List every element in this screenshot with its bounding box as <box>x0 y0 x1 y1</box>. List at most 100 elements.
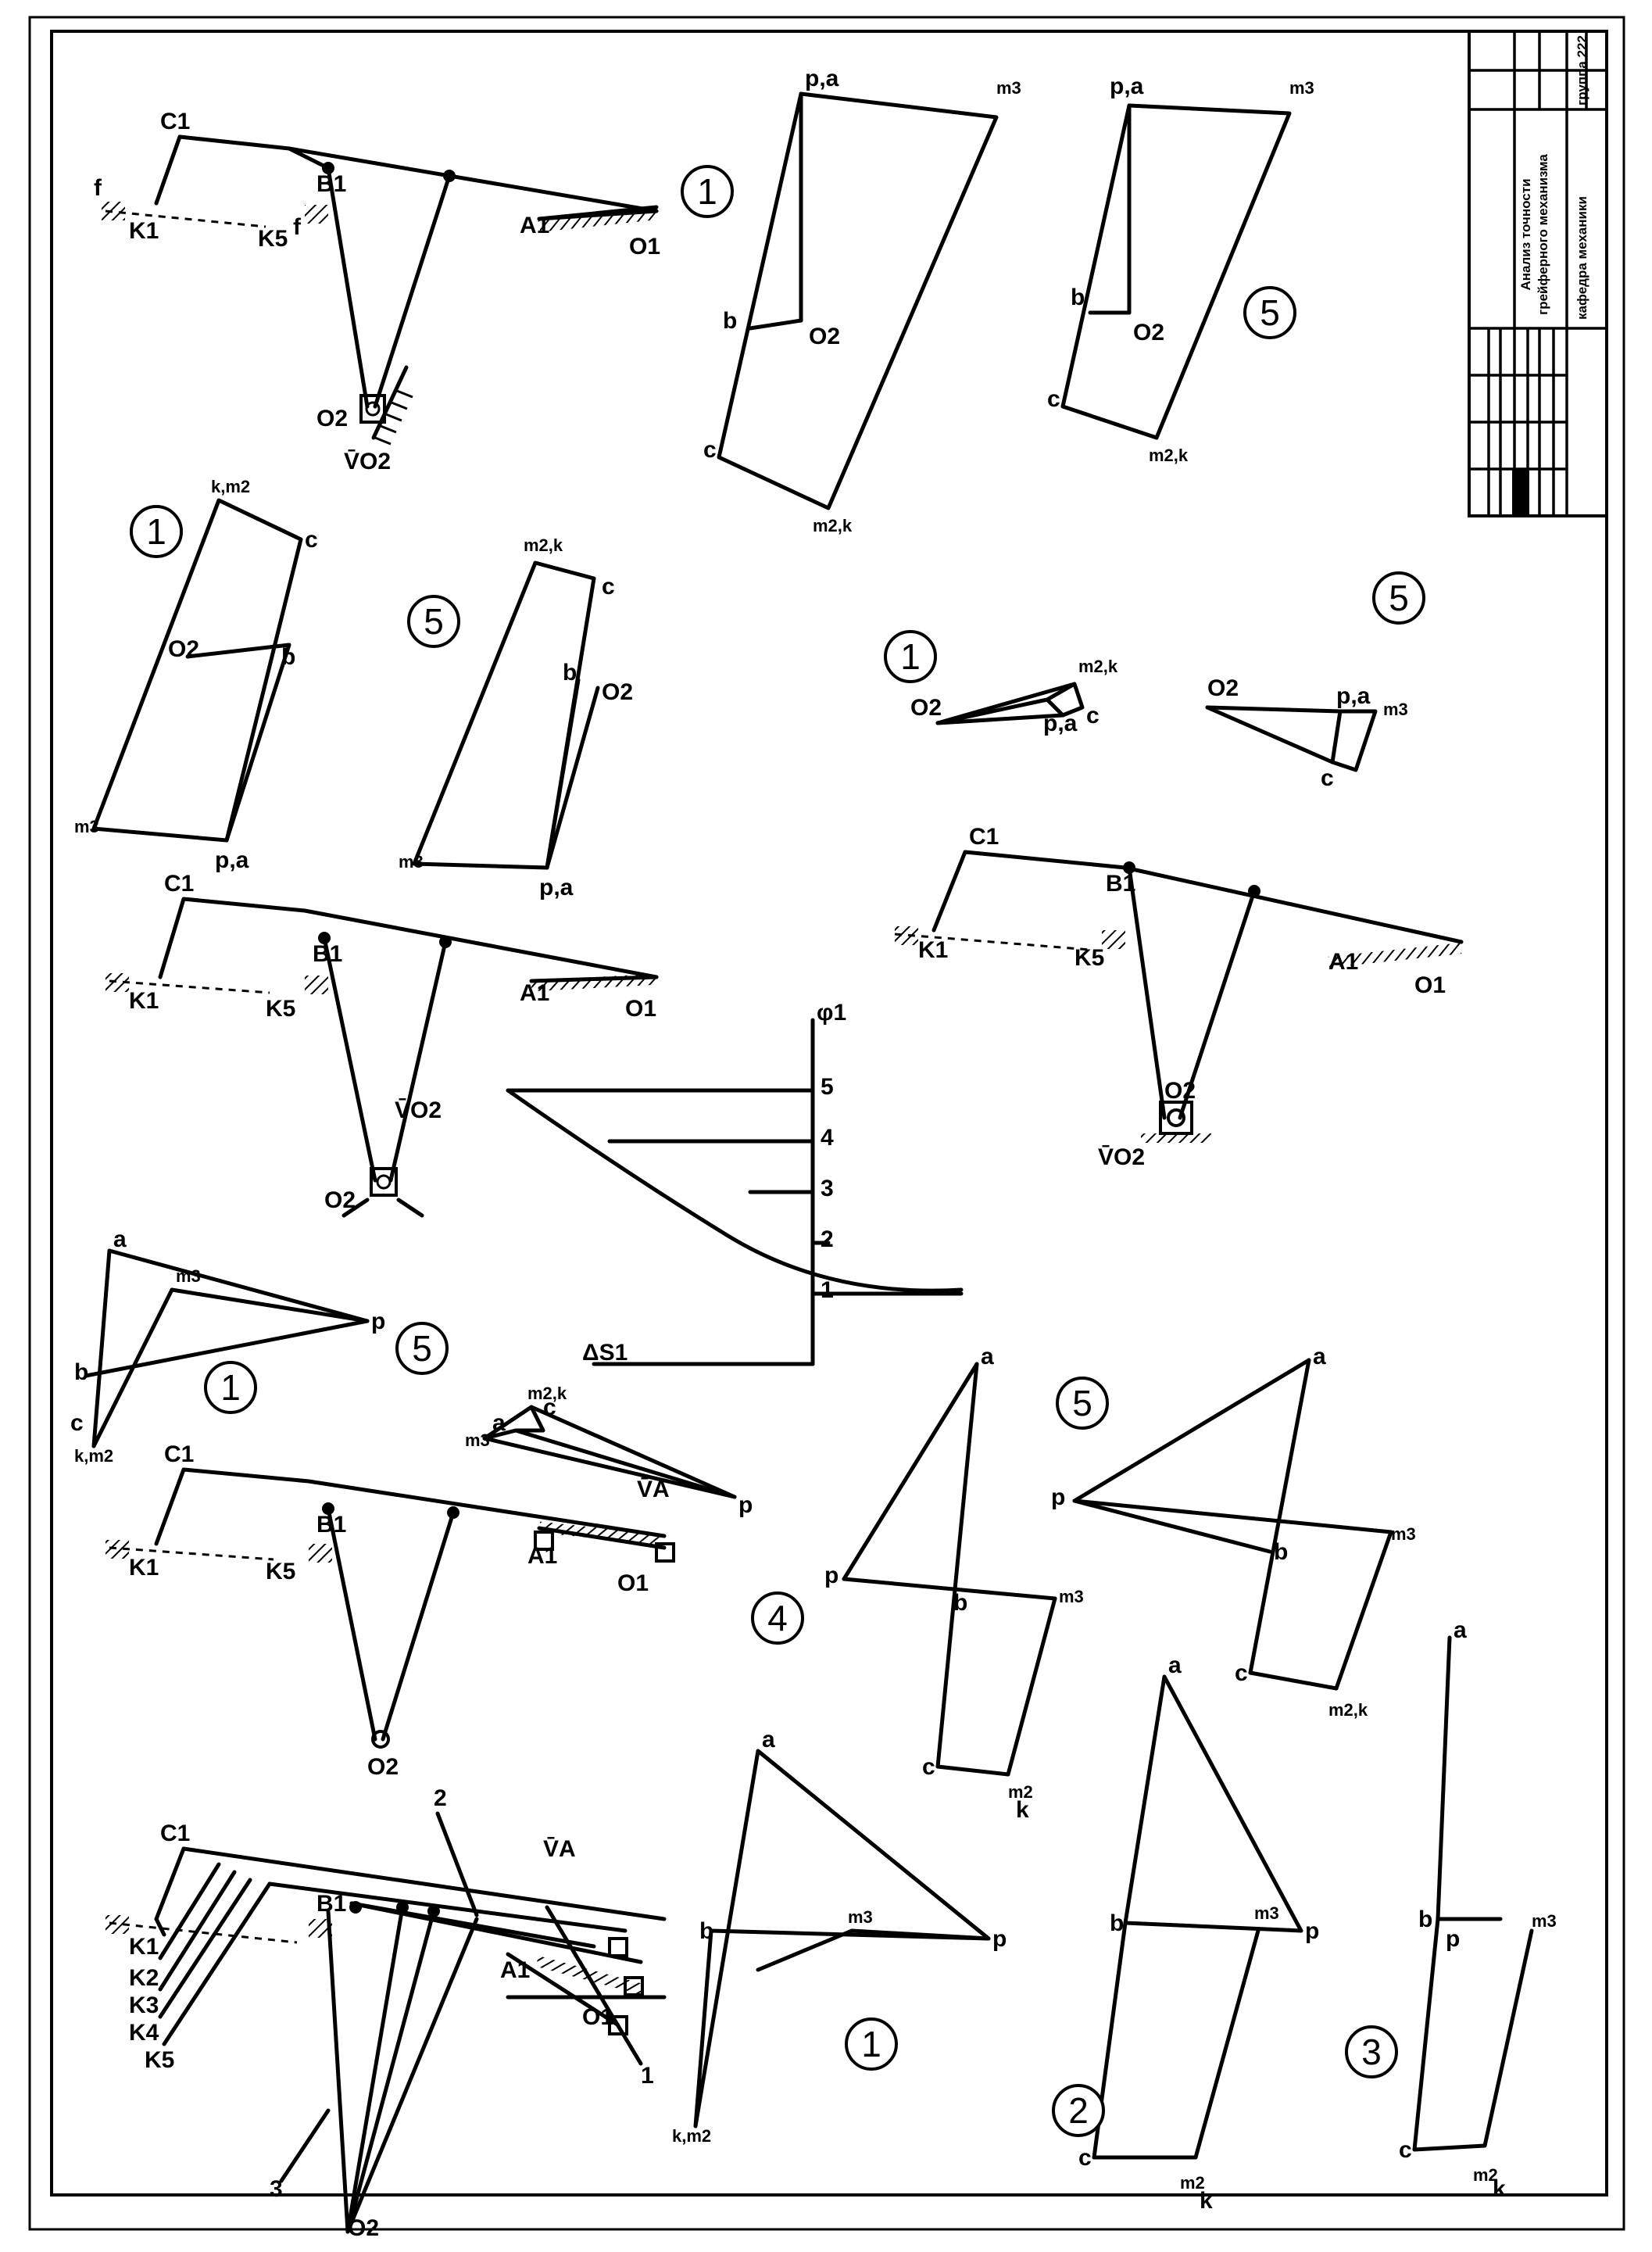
label-b1: B1 <box>316 1512 346 1538</box>
label-o2: O2 <box>367 1754 399 1780</box>
label-a: a <box>113 1226 127 1252</box>
label-p: p <box>1305 1918 1319 1944</box>
label-b: b <box>1418 1907 1432 1932</box>
label-c1: C1 <box>160 1821 190 1846</box>
label-k: k <box>1200 2188 1213 2214</box>
label-m2k: m2,k <box>527 1384 567 1403</box>
polygon-small-1: O2 m2,k p,a c <box>910 657 1118 736</box>
label-a: a <box>1313 1344 1326 1369</box>
label-m2k: m2,k <box>1078 657 1118 676</box>
label-f: f <box>94 175 102 201</box>
label-b: b <box>953 1590 967 1616</box>
position-number: 4 <box>767 1598 788 1638</box>
label-a: a <box>492 1410 506 1436</box>
label-o2: O2 <box>1207 675 1239 701</box>
label-o1: O1 <box>629 234 660 260</box>
label-m3: m3 <box>1532 1911 1557 1931</box>
label-p: p <box>1446 1926 1460 1952</box>
label-b: b <box>74 1359 88 1385</box>
position-number: 5 <box>1072 1383 1092 1423</box>
position-number: 1 <box>900 636 921 677</box>
label-pa: p,a <box>1110 73 1144 99</box>
mechanism-position-4: C1 B1 K1 K5 A1 O1 O2 V̄A <box>105 1441 675 1780</box>
label-m3: m3 <box>399 852 424 872</box>
label-m2k: m2,k <box>1149 446 1189 465</box>
label-a: a <box>981 1344 994 1369</box>
mechanism-all-positions: C1 B1 K1 K2 K3 K4 K5 A1 O1 O2 2 3 1 V̄A <box>105 1785 667 2241</box>
title-block: Анализ точности грейферного механизма ка… <box>1468 30 1608 517</box>
stamp-department: кафедра механики <box>1575 196 1589 320</box>
label-c1: C1 <box>164 1441 194 1467</box>
label-pa: p,a <box>805 66 839 91</box>
label-p: p <box>738 1492 753 1518</box>
label-c: c <box>70 1410 84 1436</box>
label-c: c <box>602 574 615 600</box>
label-velocity-o2: V̄O2 <box>1098 1144 1145 1170</box>
position-number: 5 <box>424 601 444 642</box>
polygon-top-5: p,a m3 b O2 c m2,k <box>1047 73 1314 465</box>
label-a: a <box>1168 1652 1182 1678</box>
label-a1: A1 <box>527 1543 557 1569</box>
label-m3: m3 <box>1391 1524 1416 1544</box>
label-k1: K1 <box>129 1555 159 1581</box>
label-m2k: m2,k <box>524 535 563 555</box>
label-m3: m3 <box>74 817 99 836</box>
label-2: 2 <box>434 1785 447 1811</box>
label-b: b <box>1071 285 1085 310</box>
label-pa: p,a <box>1043 711 1078 736</box>
label-k5: K5 <box>266 1559 295 1584</box>
position-number: 3 <box>1361 2032 1382 2072</box>
y-axis-label: ΔS1 <box>582 1340 628 1366</box>
label-a: a <box>1454 1617 1467 1643</box>
position-number: 5 <box>412 1328 432 1369</box>
outer-frame <box>28 16 1625 2231</box>
label-c: c <box>922 1754 935 1780</box>
label-c: c <box>1086 703 1100 729</box>
label-c: c <box>703 437 717 463</box>
label-k1: K1 <box>918 937 948 963</box>
label-k5: K5 <box>258 226 288 252</box>
label-o2: O2 <box>602 679 633 705</box>
inner-frame <box>50 30 1608 2197</box>
polygon-middle-5: a p b m3 c m2,k <box>1051 1344 1416 1720</box>
label-c: c <box>1047 386 1060 412</box>
label-p: p <box>992 1926 1007 1952</box>
label-c1: C1 <box>969 824 999 850</box>
label-o2: O2 <box>1133 320 1164 345</box>
label-pa: p,a <box>539 875 574 900</box>
label-b: b <box>281 644 295 670</box>
label-k5: K5 <box>266 996 295 1022</box>
label-c: c <box>1321 765 1334 791</box>
polygon-bottom-1: a m3 p b k,m2 <box>672 1727 1007 2146</box>
label-f: f <box>293 214 302 240</box>
label-a1: A1 <box>520 980 549 1006</box>
polygon-middle-4: a p b m3 c m2 k <box>824 1344 1084 1823</box>
label-o2: O2 <box>1164 1078 1196 1104</box>
label-m2: m2 <box>1473 2165 1498 2185</box>
label-velocity-a: V̄A <box>543 1836 576 1862</box>
polygon-top-1: p,a m3 b O2 c m2,k <box>703 66 1021 535</box>
polygon-bottom-3: a b p m3 c m2 k <box>1399 1617 1557 2202</box>
tick-label: 5 <box>821 1074 834 1100</box>
position-number: 1 <box>697 171 717 212</box>
polygon-small-5: O2 p,a m3 c <box>1205 675 1408 791</box>
label-c: c <box>543 1395 556 1420</box>
label-m2: m2 <box>1180 2173 1205 2193</box>
tick-label: 1 <box>821 1277 834 1303</box>
label-o2: O2 <box>348 2215 379 2241</box>
label-m3: m3 <box>1289 78 1314 98</box>
tick-label: 3 <box>821 1176 834 1201</box>
label-k2: K2 <box>129 1965 159 1991</box>
label-a1: A1 <box>1328 949 1358 975</box>
label-c1: C1 <box>164 871 194 897</box>
label-o2: O2 <box>316 406 348 431</box>
label-m3: m3 <box>1059 1587 1084 1606</box>
displacement-chart: 1 2 3 4 5 φ1 ΔS1 <box>506 1000 964 1366</box>
label-pa: p,a <box>1336 683 1371 709</box>
label-k4: K4 <box>129 2020 159 2046</box>
label-p: p <box>371 1309 385 1334</box>
label-c: c <box>1399 2137 1412 2163</box>
label-c: c <box>1078 2145 1092 2171</box>
